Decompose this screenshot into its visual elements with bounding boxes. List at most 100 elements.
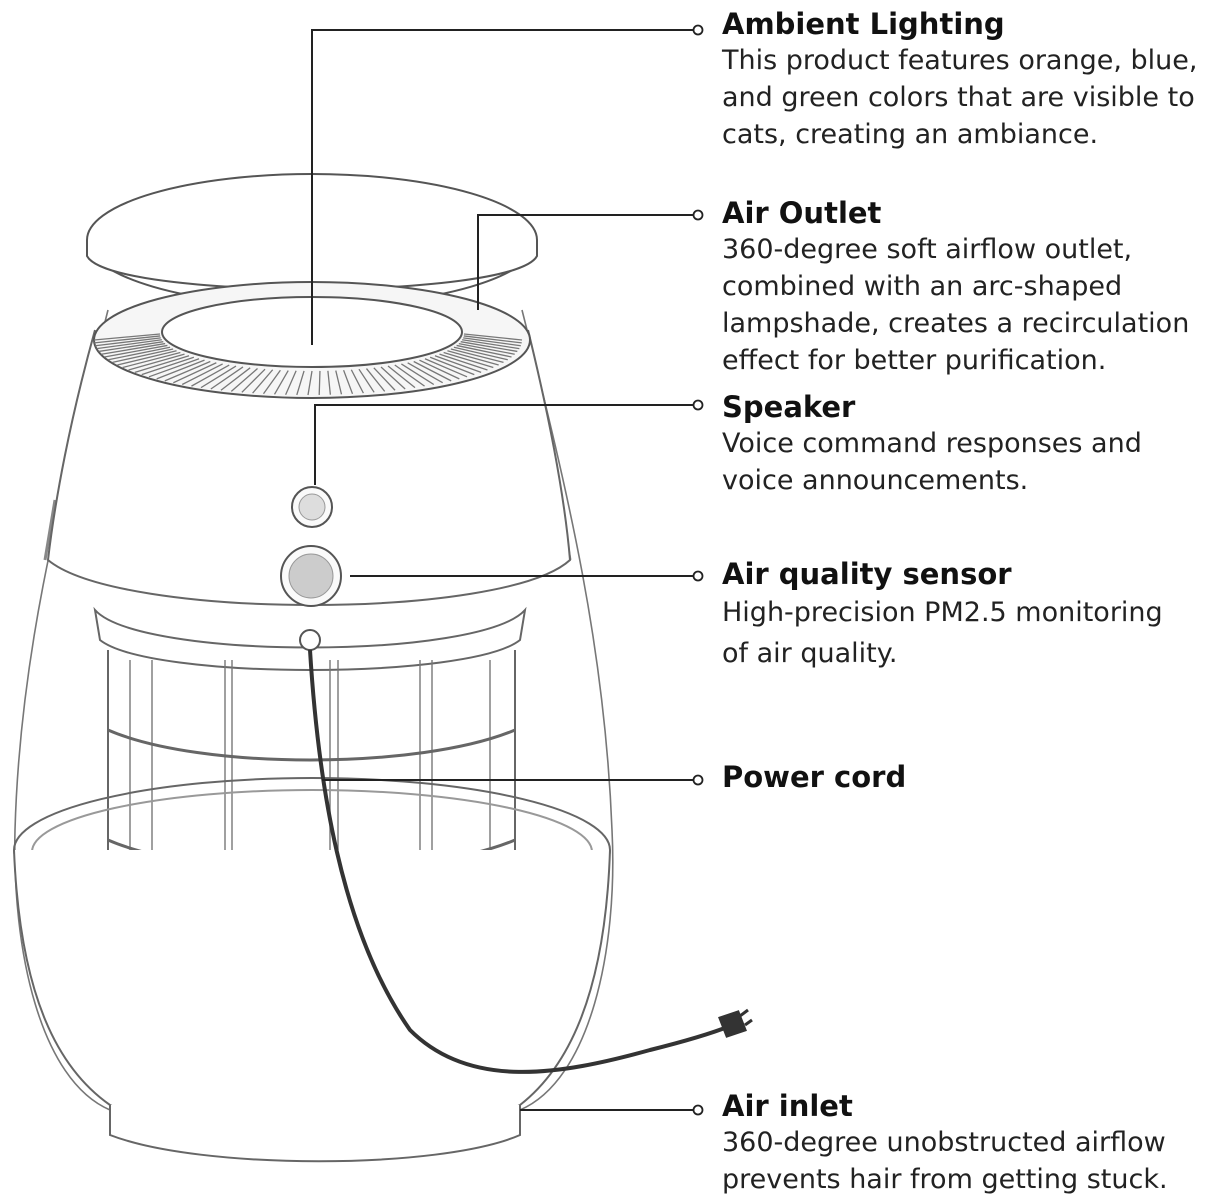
vent-slat — [112, 348, 174, 364]
vent-slat — [134, 355, 190, 373]
callout-air-inlet: Air inlet 360-degree unobstructed airflo… — [722, 1088, 1227, 1198]
vent-slat — [94, 335, 161, 344]
leader-outlet — [477, 214, 693, 310]
vent-slat — [93, 333, 161, 341]
description-line: cats, creating an ambiance. — [722, 119, 1099, 150]
callout-description: High-precision PM2.5 monitoring of air q… — [722, 592, 1227, 674]
callout-title: Ambient Lighting — [722, 7, 1005, 41]
callout-air-quality-sensor: Air quality sensor High-precision PM2.5 … — [722, 556, 1227, 674]
vent-slat — [365, 368, 386, 392]
vent-slat — [285, 370, 297, 395]
description-line: combined with an arc-shaped — [722, 271, 1123, 302]
vent-slat — [220, 367, 251, 391]
description-line: 360-degree unobstructed airflow — [722, 1127, 1166, 1158]
vent-slat — [101, 342, 166, 355]
leader-dot-outlet — [692, 209, 704, 221]
vent-slat — [463, 333, 523, 341]
description-line: prevents hair from getting stuck. — [722, 1164, 1168, 1195]
callout-description: 360-degree unobstructed airflow prevents… — [722, 1124, 1227, 1198]
vent-slat — [335, 370, 343, 395]
vent-slat — [122, 351, 181, 369]
vent-slat — [358, 368, 375, 393]
vent-slat — [108, 346, 171, 361]
leader-dot-sensor — [692, 570, 704, 582]
callout-ambient-lighting: Ambient Lighting This product features o… — [722, 6, 1227, 153]
callout-title: Speaker — [722, 390, 856, 424]
vent-slat — [443, 351, 494, 369]
callout-speaker: Speaker Voice command responses and voic… — [722, 389, 1227, 499]
vent-slat — [98, 341, 164, 353]
vent-slat — [400, 363, 435, 386]
vent-slat — [453, 346, 508, 361]
vent-slat — [327, 370, 332, 395]
leader-dot-cord — [692, 774, 704, 786]
vent-slat — [164, 360, 211, 382]
vent-slat — [128, 353, 185, 371]
vent-slat — [394, 364, 425, 387]
vent-slat — [373, 367, 396, 391]
vent-slat — [95, 337, 161, 347]
vent-slat — [350, 369, 364, 394]
vent-slat — [191, 364, 230, 387]
vent-slat — [456, 344, 512, 358]
vent-slat — [252, 369, 274, 394]
vent-slat — [419, 359, 460, 380]
vent-slat — [318, 370, 321, 395]
description-line: lampshade, creates a recirculation — [722, 308, 1190, 339]
vent-slat — [296, 370, 305, 396]
vent-slat — [380, 366, 406, 390]
vent-slat — [173, 362, 217, 384]
description-line: of air quality. — [722, 638, 898, 669]
callout-title: Air quality sensor — [722, 557, 1012, 591]
callout-title: Air inlet — [722, 1089, 853, 1123]
vent-slat — [447, 350, 499, 366]
description-line: This product features orange, blue, — [722, 45, 1198, 76]
vent-slat — [96, 339, 162, 350]
description-line: voice announcements. — [722, 465, 1029, 496]
callout-description: Voice command responses and voice announ… — [722, 425, 1227, 499]
description-line: and green colors that are visible to — [722, 82, 1195, 113]
vent-slat — [434, 355, 482, 373]
vent-slat — [241, 368, 266, 393]
callout-title: Air Outlet — [722, 196, 882, 230]
vent-slat — [200, 365, 237, 389]
air-purifier-illustration — [13, 173, 614, 1163]
vent-slat — [450, 348, 504, 364]
vent-slat — [210, 366, 244, 390]
leader-dot-inlet — [692, 1104, 704, 1116]
vent-slat — [458, 342, 515, 355]
vent-slat — [156, 359, 205, 380]
vent-slat — [104, 344, 168, 358]
vent-slat — [342, 369, 354, 395]
power-cord — [308, 649, 731, 1074]
callout-description: This product features orange, blue, and … — [722, 42, 1227, 153]
plug-icon — [718, 1008, 753, 1038]
vent-slat — [387, 365, 416, 389]
leader-dot-ambient — [692, 24, 704, 36]
description-line: effect for better purification. — [722, 345, 1107, 376]
vent-slat — [439, 353, 488, 371]
leader-ambient — [311, 29, 693, 345]
vent-slat — [141, 356, 195, 376]
callout-air-outlet: Air Outlet 360-degree soft airflow outle… — [722, 195, 1227, 379]
vent-slat — [181, 363, 223, 386]
vent-slat — [413, 360, 452, 382]
vent-slat — [463, 335, 522, 344]
callout-title: Power cord — [722, 760, 907, 794]
description-line: Voice command responses and — [722, 428, 1142, 459]
callout-description: 360-degree soft airflow outlet, combined… — [722, 231, 1227, 379]
leader-speaker — [314, 404, 693, 485]
vent-slat — [262, 369, 281, 395]
vent-slat — [429, 356, 475, 376]
vent-slat — [460, 341, 518, 353]
leader-dot-speaker — [692, 399, 704, 411]
vent-slat — [117, 350, 177, 366]
vent-slat — [463, 337, 521, 347]
description-line: 360-degree soft airflow outlet, — [722, 234, 1133, 265]
vent-slat — [307, 370, 313, 396]
description-line: High-precision PM2.5 monitoring — [722, 597, 1163, 628]
callout-power-cord: Power cord — [722, 759, 1227, 795]
vent-slat — [462, 339, 520, 350]
vent-slat — [273, 370, 289, 395]
